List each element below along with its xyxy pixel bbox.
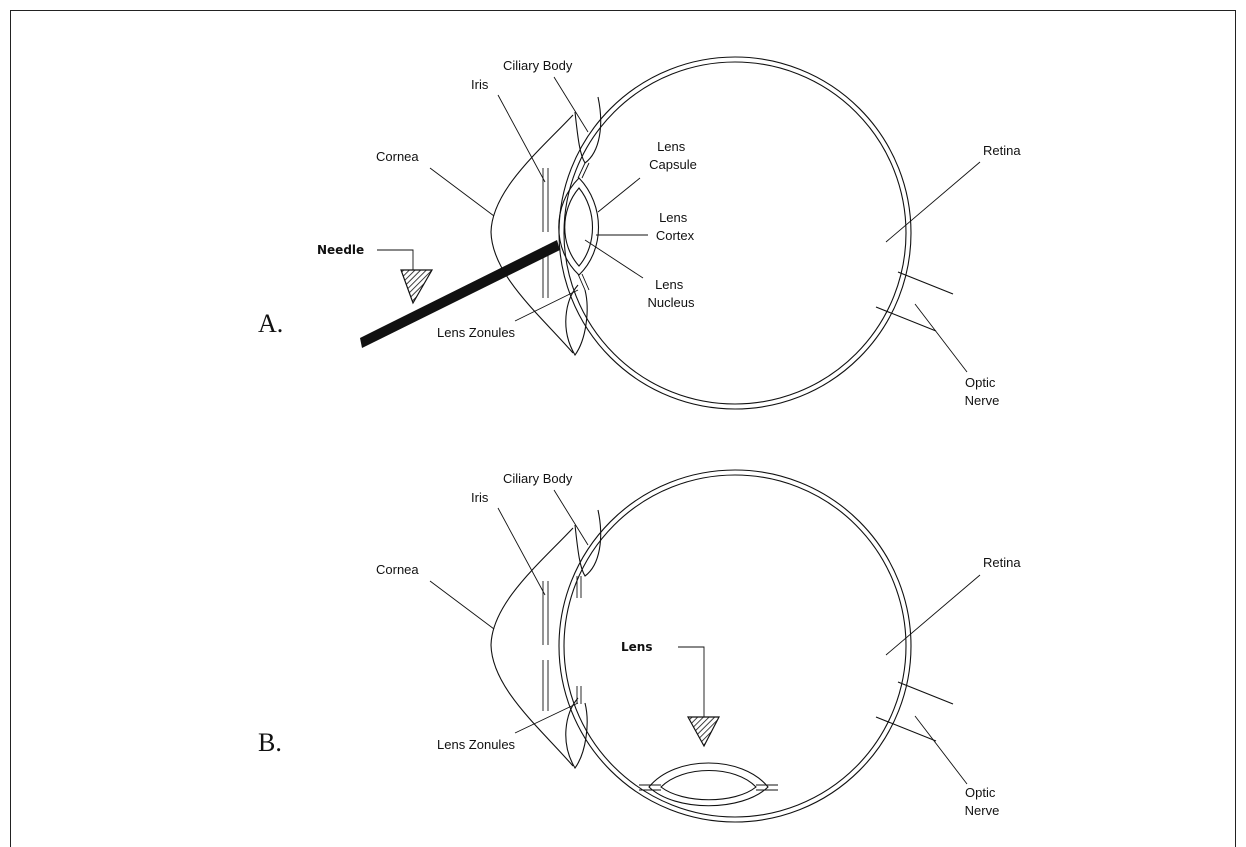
- cornea-shape: [490, 114, 574, 354]
- label-cornea: Cornea: [376, 562, 419, 577]
- leader-cornea: [429, 167, 495, 217]
- iris-shape: [542, 581, 549, 711]
- label-optic-nerve: Optic Nerve: [965, 375, 1000, 408]
- leader-iris: [497, 94, 546, 183]
- dislocated-lens-shape: [639, 762, 778, 807]
- label-lens-cortex: Lens Cortex: [656, 210, 695, 243]
- leader-ciliary-body: [553, 489, 589, 546]
- panel-a: Ciliary Body Iris Cornea Lens Capsule Le…: [258, 56, 1021, 410]
- leader-optic-nerve: [914, 715, 968, 785]
- lens-arrow-icon: [686, 716, 720, 748]
- panel-label-b: B.: [258, 728, 282, 757]
- figure-frame: [10, 10, 1236, 847]
- label-iris: Iris: [471, 77, 489, 92]
- leader-lens-zonules: [514, 702, 579, 734]
- ciliary-body-lower: [565, 697, 588, 769]
- label-lens-zonules: Lens Zonules: [437, 325, 516, 340]
- lens-zonules-shape: [577, 162, 590, 291]
- label-ciliary-body: Ciliary Body: [503, 471, 573, 486]
- leader-lens-zonules: [514, 289, 579, 322]
- label-needle: Needle: [317, 243, 364, 257]
- label-retina: Retina: [983, 555, 1021, 570]
- label-optic-nerve: Optic Nerve: [965, 785, 1000, 818]
- leader-cornea: [429, 580, 495, 630]
- leader-lens-capsule: [597, 177, 641, 213]
- panel-label-a: A.: [258, 309, 283, 338]
- label-lens: Lens: [621, 640, 652, 654]
- leader-retina: [885, 574, 981, 656]
- iris-shape: [542, 168, 549, 298]
- lens-zonules-shape: [576, 576, 582, 704]
- needle-arrow-line: [377, 249, 414, 270]
- ciliary-body-lower: [565, 284, 588, 356]
- eyeball-inner: [563, 474, 907, 818]
- label-iris: Iris: [471, 490, 489, 505]
- lens-capsule-shape: [558, 177, 599, 276]
- label-lens-capsule: Lens Capsule: [649, 139, 697, 172]
- leader-retina: [885, 161, 981, 243]
- optic-nerve-shape: [875, 271, 954, 332]
- lens-arrow-line: [678, 646, 705, 717]
- ciliary-body-upper: [574, 509, 602, 577]
- panel-b: Ciliary Body Iris Cornea Lens Zonules Re…: [258, 469, 1021, 823]
- eyeball-outer: [558, 56, 912, 410]
- needle-shape: [360, 240, 560, 348]
- label-retina: Retina: [983, 143, 1021, 158]
- needle-arrow-icon: [400, 269, 434, 305]
- label-lens-zonules: Lens Zonules: [437, 737, 516, 752]
- leader-optic-nerve: [914, 303, 968, 373]
- optic-nerve-shape: [875, 681, 954, 742]
- label-cornea: Cornea: [376, 149, 419, 164]
- leader-iris: [497, 507, 546, 596]
- cornea-shape: [490, 527, 574, 767]
- ciliary-body-upper: [574, 96, 602, 164]
- lens-cortex-shape: [564, 187, 594, 267]
- leader-ciliary-body: [553, 76, 589, 133]
- eyeball-outer: [558, 469, 912, 823]
- label-lens-nucleus: Lens Nucleus: [648, 277, 695, 310]
- leader-lens-nucleus: [584, 239, 644, 279]
- eyeball-inner: [563, 61, 907, 405]
- label-ciliary-body: Ciliary Body: [503, 58, 573, 73]
